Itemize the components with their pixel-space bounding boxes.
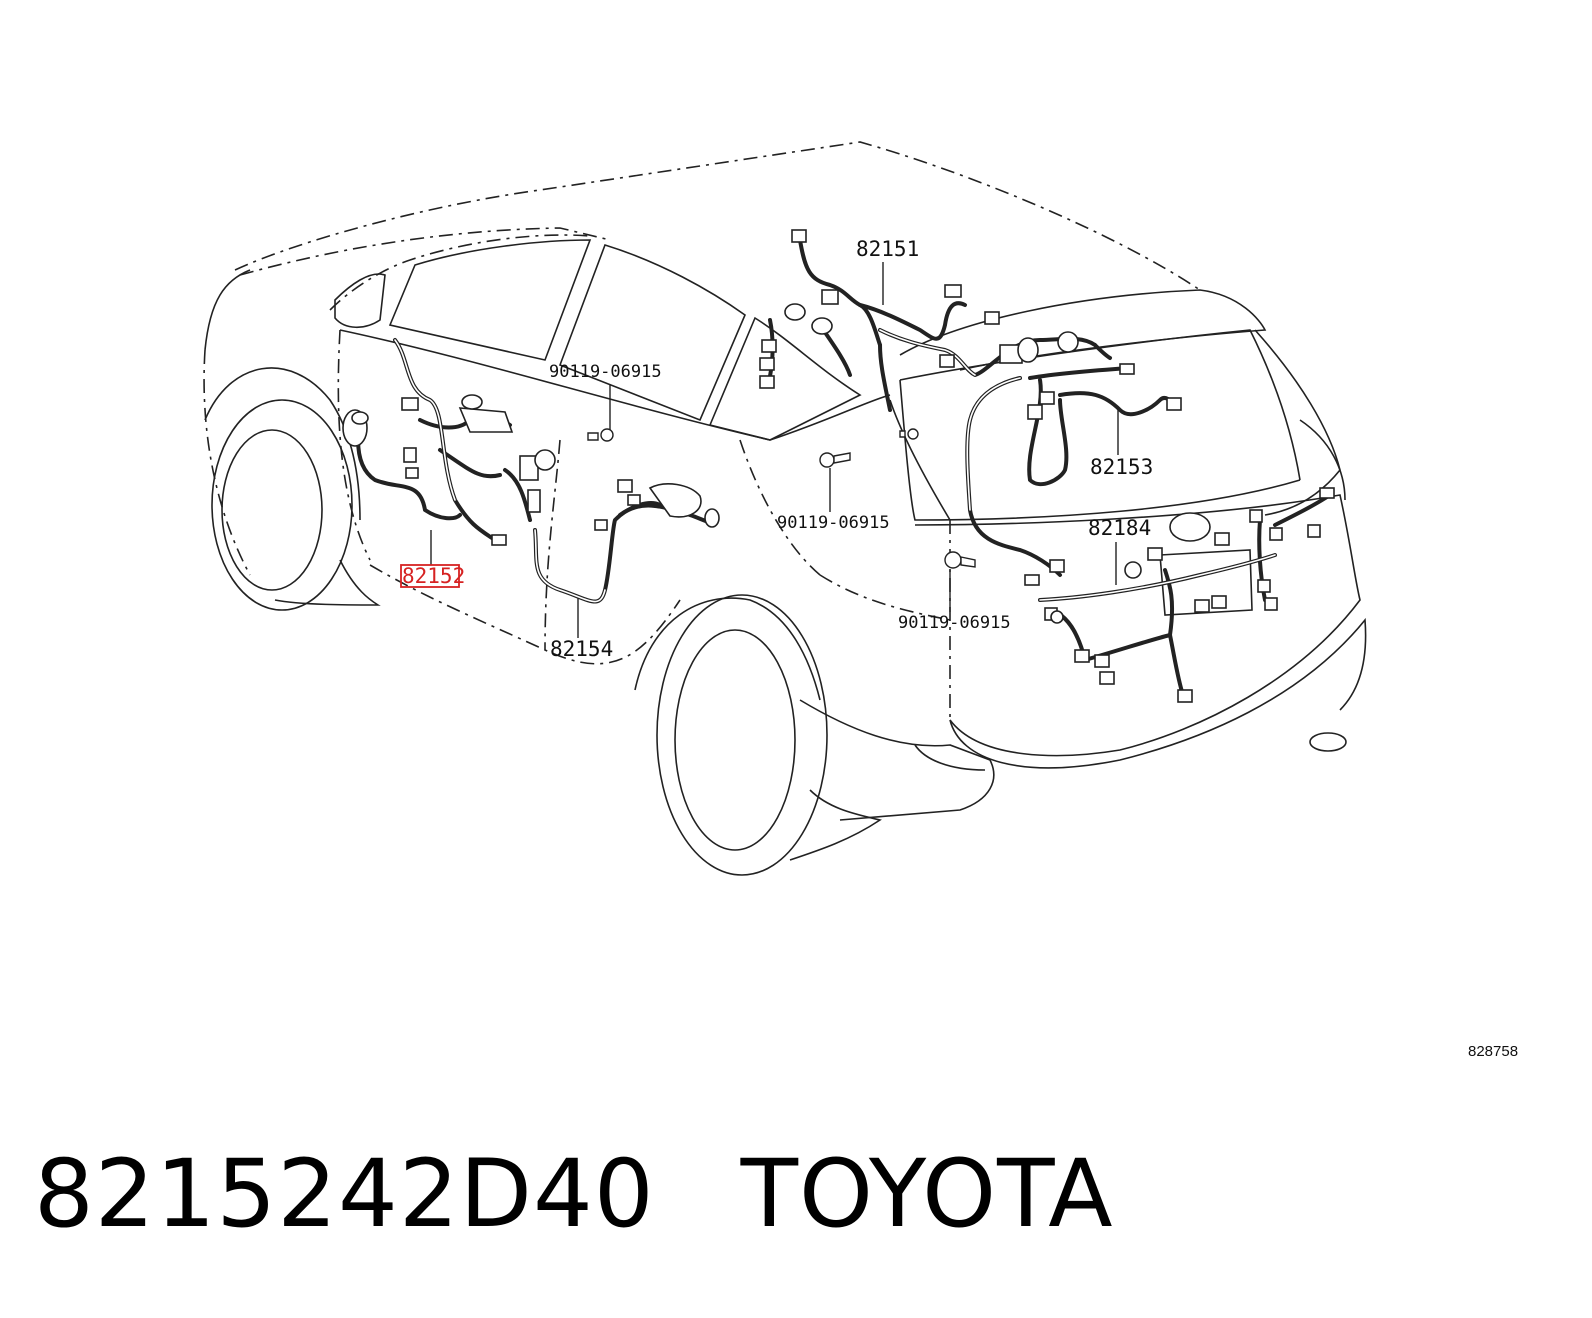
part-number: 8215242D40: [34, 1140, 655, 1249]
bolt-quarter-icon: [819, 452, 851, 512]
bolt-hatch-icon: [899, 428, 919, 440]
wiring-diagram: 82151 82153 82184 82154 82152 90119-0691…: [203, 141, 1518, 1060]
callout-82151[interactable]: 82151: [856, 237, 919, 261]
front-wheel: [204, 367, 381, 611]
harness-82153: [965, 363, 1182, 577]
callout-bolt-quarter[interactable]: 90119-06915: [777, 513, 890, 533]
harness-82184: [1024, 487, 1335, 703]
bolt-bumper-icon: [944, 551, 976, 612]
harness-82151: [759, 229, 1112, 412]
callout-82152[interactable]: 82152: [402, 564, 465, 588]
leader-lines: [430, 262, 1119, 638]
callout-bolt-bumper[interactable]: 90119-06915: [898, 613, 1011, 633]
callout-bolt-door[interactable]: 90119-06915: [549, 362, 662, 382]
bolt-door-icon: [587, 385, 614, 442]
reference-code: 828758: [1468, 1043, 1518, 1060]
rear-wheel: [634, 594, 882, 876]
harness-82152: [342, 338, 556, 546]
callout-82153[interactable]: 82153: [1090, 455, 1153, 479]
callout-82184[interactable]: 82184: [1088, 516, 1151, 540]
highlight-box: [400, 564, 460, 588]
harness-82154: [533, 479, 720, 604]
callout-82154[interactable]: 82154: [550, 637, 613, 661]
brand-name: TOYOTA: [740, 1140, 1114, 1249]
car-body-outline: [203, 141, 1367, 821]
